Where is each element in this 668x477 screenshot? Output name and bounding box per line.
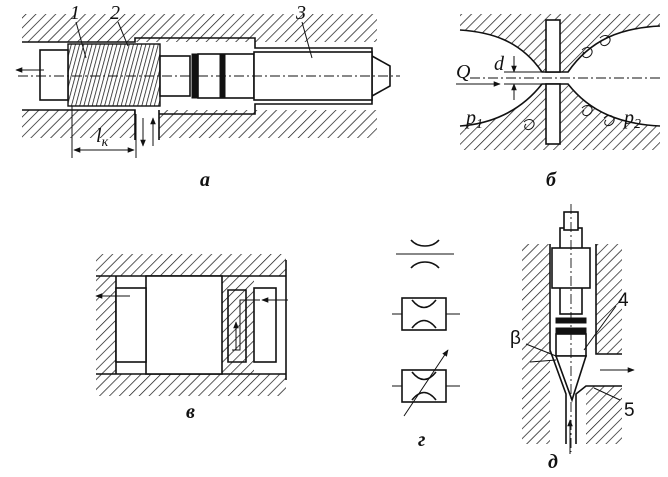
label-flow-q: Q xyxy=(456,61,471,83)
leader-2 xyxy=(117,21,129,47)
orifice-plate-bottom xyxy=(545,83,561,145)
spool-housing-bottom xyxy=(96,374,286,396)
label-part-4: 4 xyxy=(618,290,629,311)
angle-leader-1 xyxy=(525,343,557,357)
symbol-throttle-adjustable xyxy=(392,349,460,417)
spool-slot xyxy=(227,289,247,363)
panel-v-spool: в xyxy=(95,254,288,423)
panel-d-needle: 4 5 β д xyxy=(510,204,635,473)
label-part-1: 1 xyxy=(70,2,80,24)
eddy-1 xyxy=(581,47,593,59)
caption-b: б xyxy=(546,169,557,191)
spool-right-bush xyxy=(253,287,277,363)
label-pressure-2: p2 xyxy=(622,107,641,132)
leader-4 xyxy=(583,305,617,351)
label-angle-beta: β xyxy=(510,328,521,349)
panel-a-screw-throttle: 1 2 3 lк а xyxy=(15,2,400,191)
threaded-section xyxy=(67,43,161,107)
needle-bore xyxy=(549,244,622,444)
eddy-2 xyxy=(599,35,611,47)
spool-housing-top xyxy=(96,254,286,276)
needle-housing-right-low xyxy=(586,386,622,444)
eddy-5 xyxy=(523,119,535,131)
label-diameter-d: d xyxy=(494,53,505,75)
symbol-throttle-boxed xyxy=(392,297,460,331)
label-pressure-1: p1 xyxy=(464,107,483,132)
label-part-2: 2 xyxy=(110,2,120,24)
symbol-throttle-basic xyxy=(396,239,454,269)
outlet-port xyxy=(134,110,160,140)
orifice-plate-top xyxy=(545,19,561,73)
orifice-lower-contour xyxy=(459,83,661,127)
needle-housing-right xyxy=(596,244,622,354)
spool-left-gap xyxy=(115,287,147,363)
stem-tip xyxy=(371,55,391,97)
label-length: lк xyxy=(96,125,109,150)
eddy-4 xyxy=(603,115,615,127)
spool-housing-left xyxy=(96,276,116,374)
leader-5 xyxy=(593,387,621,401)
label-part-5: 5 xyxy=(624,400,635,421)
panel-b-orifice: Q d p1 p2 б xyxy=(456,14,661,191)
caption-d: д xyxy=(548,451,558,473)
orifice-upper-contour xyxy=(459,25,661,73)
caption-g: г xyxy=(418,429,425,451)
spool-end xyxy=(39,49,69,101)
spool-piston xyxy=(145,275,223,375)
caption-v: в xyxy=(186,401,195,423)
caption-a: а xyxy=(200,169,210,191)
label-part-3: 3 xyxy=(295,2,306,24)
eddy-3 xyxy=(581,105,593,117)
angle-leader-2 xyxy=(529,359,557,363)
leader-1 xyxy=(75,21,87,59)
leader-3 xyxy=(301,21,313,59)
panel-g-symbols: г xyxy=(392,239,460,451)
